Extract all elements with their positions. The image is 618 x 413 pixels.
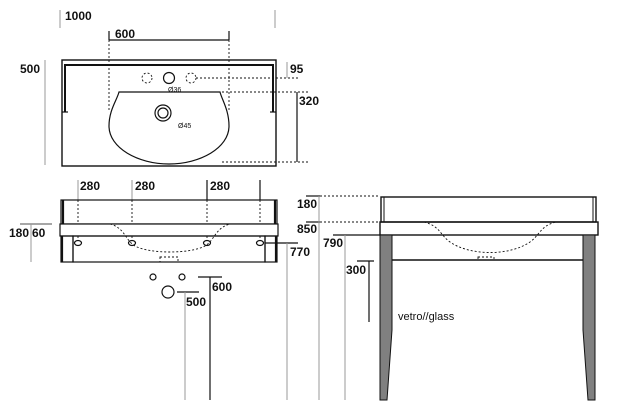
dim-depth: 500: [20, 62, 40, 76]
dim-width-total: 1000: [65, 9, 92, 23]
material-note: vetro//glass: [398, 311, 455, 323]
dim-drain-height: 500: [186, 295, 206, 309]
drain-inner: [157, 107, 169, 119]
drain-outer: [154, 104, 172, 122]
dim-tap-spacing: 600: [115, 27, 135, 41]
side-view: 180 850 790 300 vetro//glass: [297, 195, 599, 401]
dim-under-height: 790: [323, 236, 343, 250]
dim-bracket-3: 280: [210, 179, 230, 193]
dim-top-height: 850: [297, 222, 317, 236]
dim-front-height: 180: [9, 226, 29, 240]
leg-left: [379, 234, 393, 401]
tap-hole-right: [185, 72, 197, 84]
dim-tap-hole: Ø36: [168, 87, 181, 94]
dim-bracket-height: 770: [290, 245, 310, 259]
leg-right: [582, 234, 596, 401]
dim-tap-height: 600: [212, 280, 232, 294]
dim-basin-depth: 320: [299, 94, 319, 108]
top-view: 1000 600 500 Ø36 Ø45 95 320: [20, 9, 319, 167]
front-view: 280 280 280 180 60 770 600: [9, 179, 310, 400]
dim-shelf-gap: 300: [346, 263, 366, 277]
dim-drain: Ø45: [178, 123, 191, 130]
dim-tap-offset: 95: [290, 62, 304, 76]
dim-upstand: 180: [297, 197, 317, 211]
tap-hole-center: [162, 71, 176, 85]
dim-bracket-1: 280: [80, 179, 100, 193]
dim-slab: 60: [32, 226, 46, 240]
basin-outline: [108, 91, 230, 165]
tap-hole-left: [141, 72, 153, 84]
dim-bracket-2: 280: [135, 179, 155, 193]
